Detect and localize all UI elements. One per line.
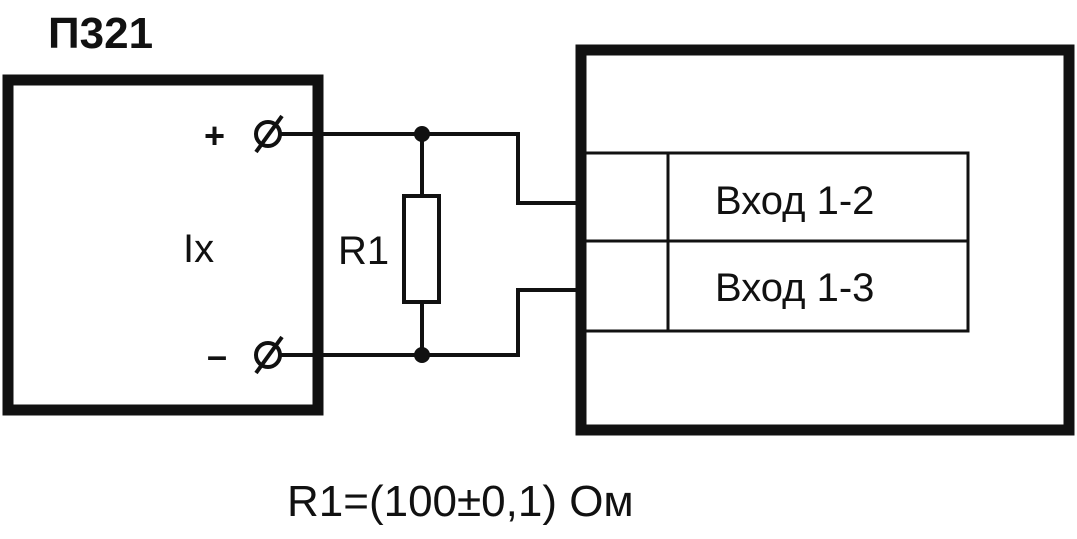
receiver-box [575,44,1075,436]
plus-wire [280,132,580,205]
resistor-label: R1 [338,229,389,273]
minus-wire [280,288,580,357]
signal-label: Ix [183,227,214,271]
resistor-symbol [402,194,441,304]
plus-terminal-icon [254,114,284,154]
wires [280,132,580,357]
input-2-label: Вход 1-3 [715,266,874,310]
minus-terminal-icon [254,335,284,375]
minus-terminal-label: – [207,335,227,376]
device-title: П321 [48,9,153,58]
device-box [2,74,324,416]
plus-terminal-label: + [204,115,225,156]
input-1-label: Вход 1-2 [715,179,874,223]
junction-dot-bottom [414,347,430,363]
input-table [583,151,970,333]
resistor-note: R1=(100±0,1) Ом [287,477,634,526]
junction-dot-top [414,126,430,142]
